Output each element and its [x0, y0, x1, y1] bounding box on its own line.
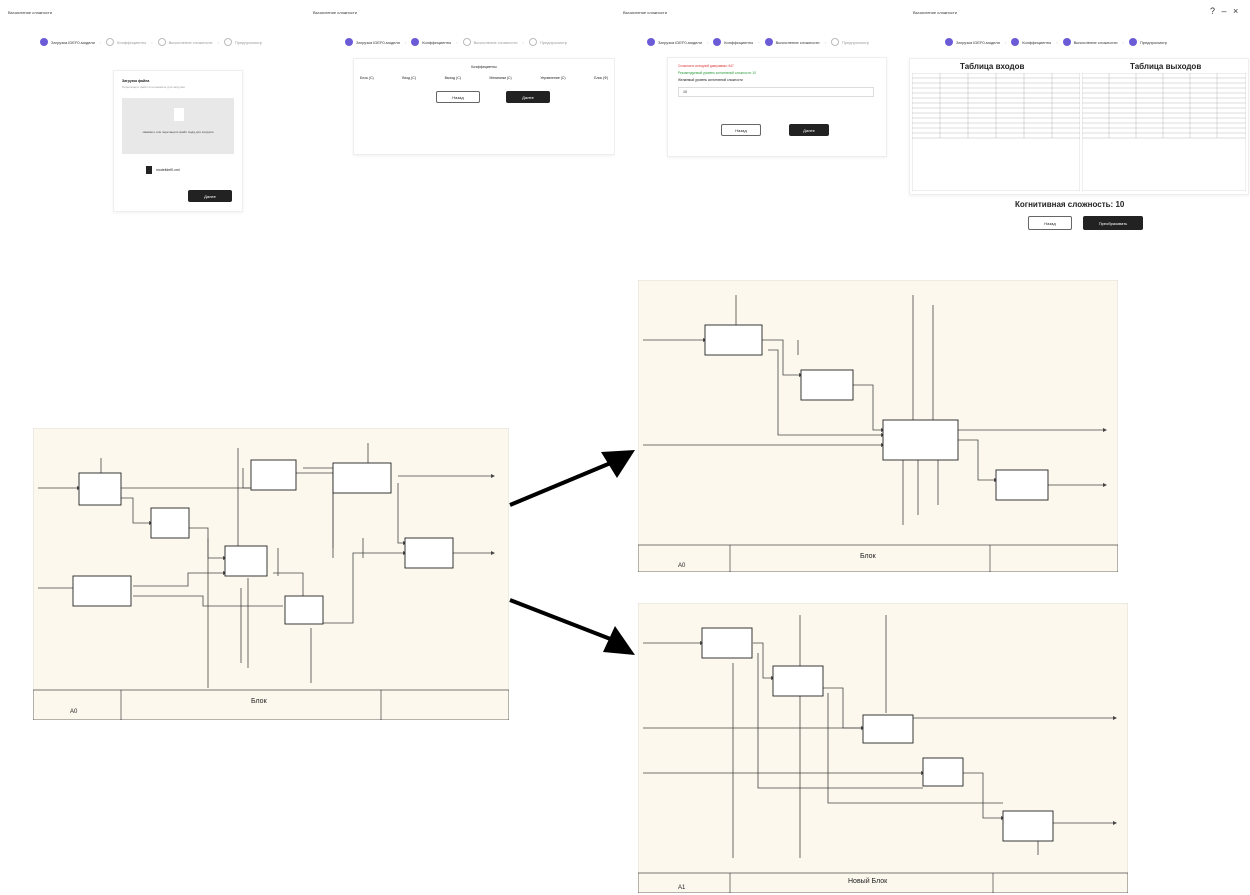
step-4[interactable]: Предпросмотр	[223, 38, 262, 46]
step-dot-icon	[411, 38, 420, 46]
stepper: Загрузка IDEF0-модели› Коэффициенты› Выч…	[647, 38, 869, 46]
step-1[interactable]: Загрузка IDEF0-модели	[40, 38, 95, 46]
step-2[interactable]: Коэффициенты	[713, 38, 753, 46]
result-diagram-bottom: A1 Новый Блок	[638, 603, 1128, 893]
panel-title: Вычисление сложности	[8, 10, 52, 15]
upload-subtitle: Перетащите файл или нажмите для загрузки	[122, 85, 185, 89]
step-dot-icon	[528, 38, 537, 46]
inputs-table-title: Таблица входов	[960, 62, 1025, 71]
back-button[interactable]: Назад	[1028, 216, 1072, 230]
coef-item[interactable]: Блок (Ф)	[594, 76, 608, 80]
upload-icon	[174, 108, 184, 121]
recommended-complexity-text: Рекомендуемый уровень когнитивной сложно…	[678, 71, 756, 75]
source-complexity-text: Сложность исходной диаграммы: 647	[678, 64, 734, 68]
panel-title: Вычисление сложности	[313, 10, 357, 15]
drop-text: Нажмите или перетащите файл сюда для заг…	[142, 130, 214, 134]
panel-title: Вычисление сложности	[913, 10, 957, 15]
panel-complexity: Вычисление сложности Загрузка IDEF0-моде…	[615, 0, 905, 240]
step-2[interactable]: Коэффициенты	[411, 38, 451, 46]
complexity-result: Когнитивная сложность: 10	[1015, 200, 1125, 209]
step-2[interactable]: Коэффициенты	[1011, 38, 1051, 46]
step-3[interactable]: Вычисление сложности	[462, 38, 518, 46]
transform-button[interactable]: Преобразовать	[1083, 216, 1143, 230]
outputs-table-title: Таблица выходов	[1130, 62, 1202, 71]
desired-complexity-input[interactable]: 10	[678, 87, 874, 97]
stepper: Загрузка IDEF0-модели› Коэффициенты› Выч…	[345, 38, 567, 46]
drop-zone[interactable]: Нажмите или перетащите файл сюда для заг…	[122, 98, 234, 154]
step-dot-icon	[1128, 38, 1137, 46]
step-dot-icon	[157, 38, 166, 46]
upload-card: Загрузка файла Перетащите файл или нажми…	[113, 70, 243, 212]
step-3[interactable]: Вычисление сложности	[1062, 38, 1118, 46]
result-diagram-top: A0 Блок	[638, 280, 1118, 572]
step-dot-icon	[1011, 38, 1020, 46]
coef-item[interactable]: Управление (С)	[540, 76, 566, 80]
step-4[interactable]: Предпросмотр	[830, 38, 869, 46]
step-dot-icon	[945, 38, 953, 46]
step-4[interactable]: Предпросмотр	[1128, 38, 1167, 46]
complexity-card: Сложность исходной диаграммы: 647 Рекоме…	[667, 57, 887, 157]
stepper: Загрузка IDEF0-модели› Коэффициенты› Выч…	[40, 38, 262, 46]
panel-upload: Вычисление сложности Загрузка IDEF0-моде…	[0, 0, 300, 240]
diagram-node-label: A1	[678, 885, 686, 891]
transform-arrows	[509, 450, 635, 655]
stepper: Загрузка IDEF0-модели› Коэффициенты› Выч…	[945, 38, 1167, 46]
panel-coefficients: Вычисление сложности Загрузка IDEF0-моде…	[305, 0, 615, 240]
step-3[interactable]: Вычисление сложности	[157, 38, 213, 46]
step-dot-icon	[647, 38, 655, 46]
step-dot-icon	[40, 38, 48, 46]
coef-item[interactable]: Выход (С)	[444, 76, 461, 80]
panel-title: Вычисление сложности	[623, 10, 667, 15]
diagram-title: Новый Блок	[848, 877, 888, 885]
next-button[interactable]: Далее	[506, 91, 550, 103]
desired-complexity-label: Желаемый уровень когнитивной сложности	[678, 78, 743, 82]
next-button[interactable]: Далее	[188, 190, 232, 202]
inputs-table	[912, 73, 1080, 191]
file-name: modelidef0.xml	[156, 168, 180, 172]
upload-title: Загрузка файла	[122, 79, 150, 83]
back-button[interactable]: Назад	[436, 91, 480, 103]
coef-item[interactable]: Блок (С)	[360, 76, 374, 80]
step-dot-icon	[764, 38, 773, 46]
outputs-table	[1082, 73, 1246, 191]
coef-card: Коэффициенты Блок (С) Вход (С) Выход (С)…	[353, 58, 615, 155]
diagram-node-label: A0	[678, 563, 686, 569]
step-dot-icon	[106, 38, 115, 46]
step-dot-icon	[713, 38, 722, 46]
next-button[interactable]: Далее	[789, 124, 829, 136]
step-1[interactable]: Загрузка IDEF0-модели	[945, 38, 1000, 46]
window-controls[interactable]: ? – ×	[1210, 6, 1241, 16]
diagram-title: Блок	[251, 698, 268, 705]
arrow-head-icon	[603, 626, 635, 655]
coef-row: Блок (С) Вход (С) Выход (С) Механизм (С)…	[360, 76, 608, 80]
step-dot-icon	[223, 38, 232, 46]
source-diagram: A0 Блок	[33, 428, 509, 720]
step-2[interactable]: Коэффициенты	[106, 38, 146, 46]
coef-item[interactable]: Вход (С)	[402, 76, 416, 80]
step-3[interactable]: Вычисление сложности	[764, 38, 820, 46]
step-4[interactable]: Предпросмотр	[528, 38, 567, 46]
step-dot-icon	[830, 38, 839, 46]
tables-card: Таблица входов Таблица выходов	[909, 58, 1249, 195]
diagram-title: Блок	[860, 553, 877, 560]
file-icon	[146, 166, 152, 174]
back-button[interactable]: Назад	[721, 124, 761, 136]
diagram-node-label: A0	[70, 709, 78, 715]
coef-title: Коэффициенты	[471, 65, 497, 69]
step-1[interactable]: Загрузка IDEF0-модели	[345, 38, 400, 46]
step-dot-icon	[1062, 38, 1071, 46]
step-1[interactable]: Загрузка IDEF0-модели	[647, 38, 702, 46]
arrow-head-icon	[601, 450, 635, 478]
step-dot-icon	[345, 38, 353, 46]
panel-preview: Вычисление сложности Загрузка IDEF0-моде…	[905, 0, 1250, 240]
step-dot-icon	[462, 38, 471, 46]
coef-item[interactable]: Механизм (С)	[489, 76, 512, 80]
